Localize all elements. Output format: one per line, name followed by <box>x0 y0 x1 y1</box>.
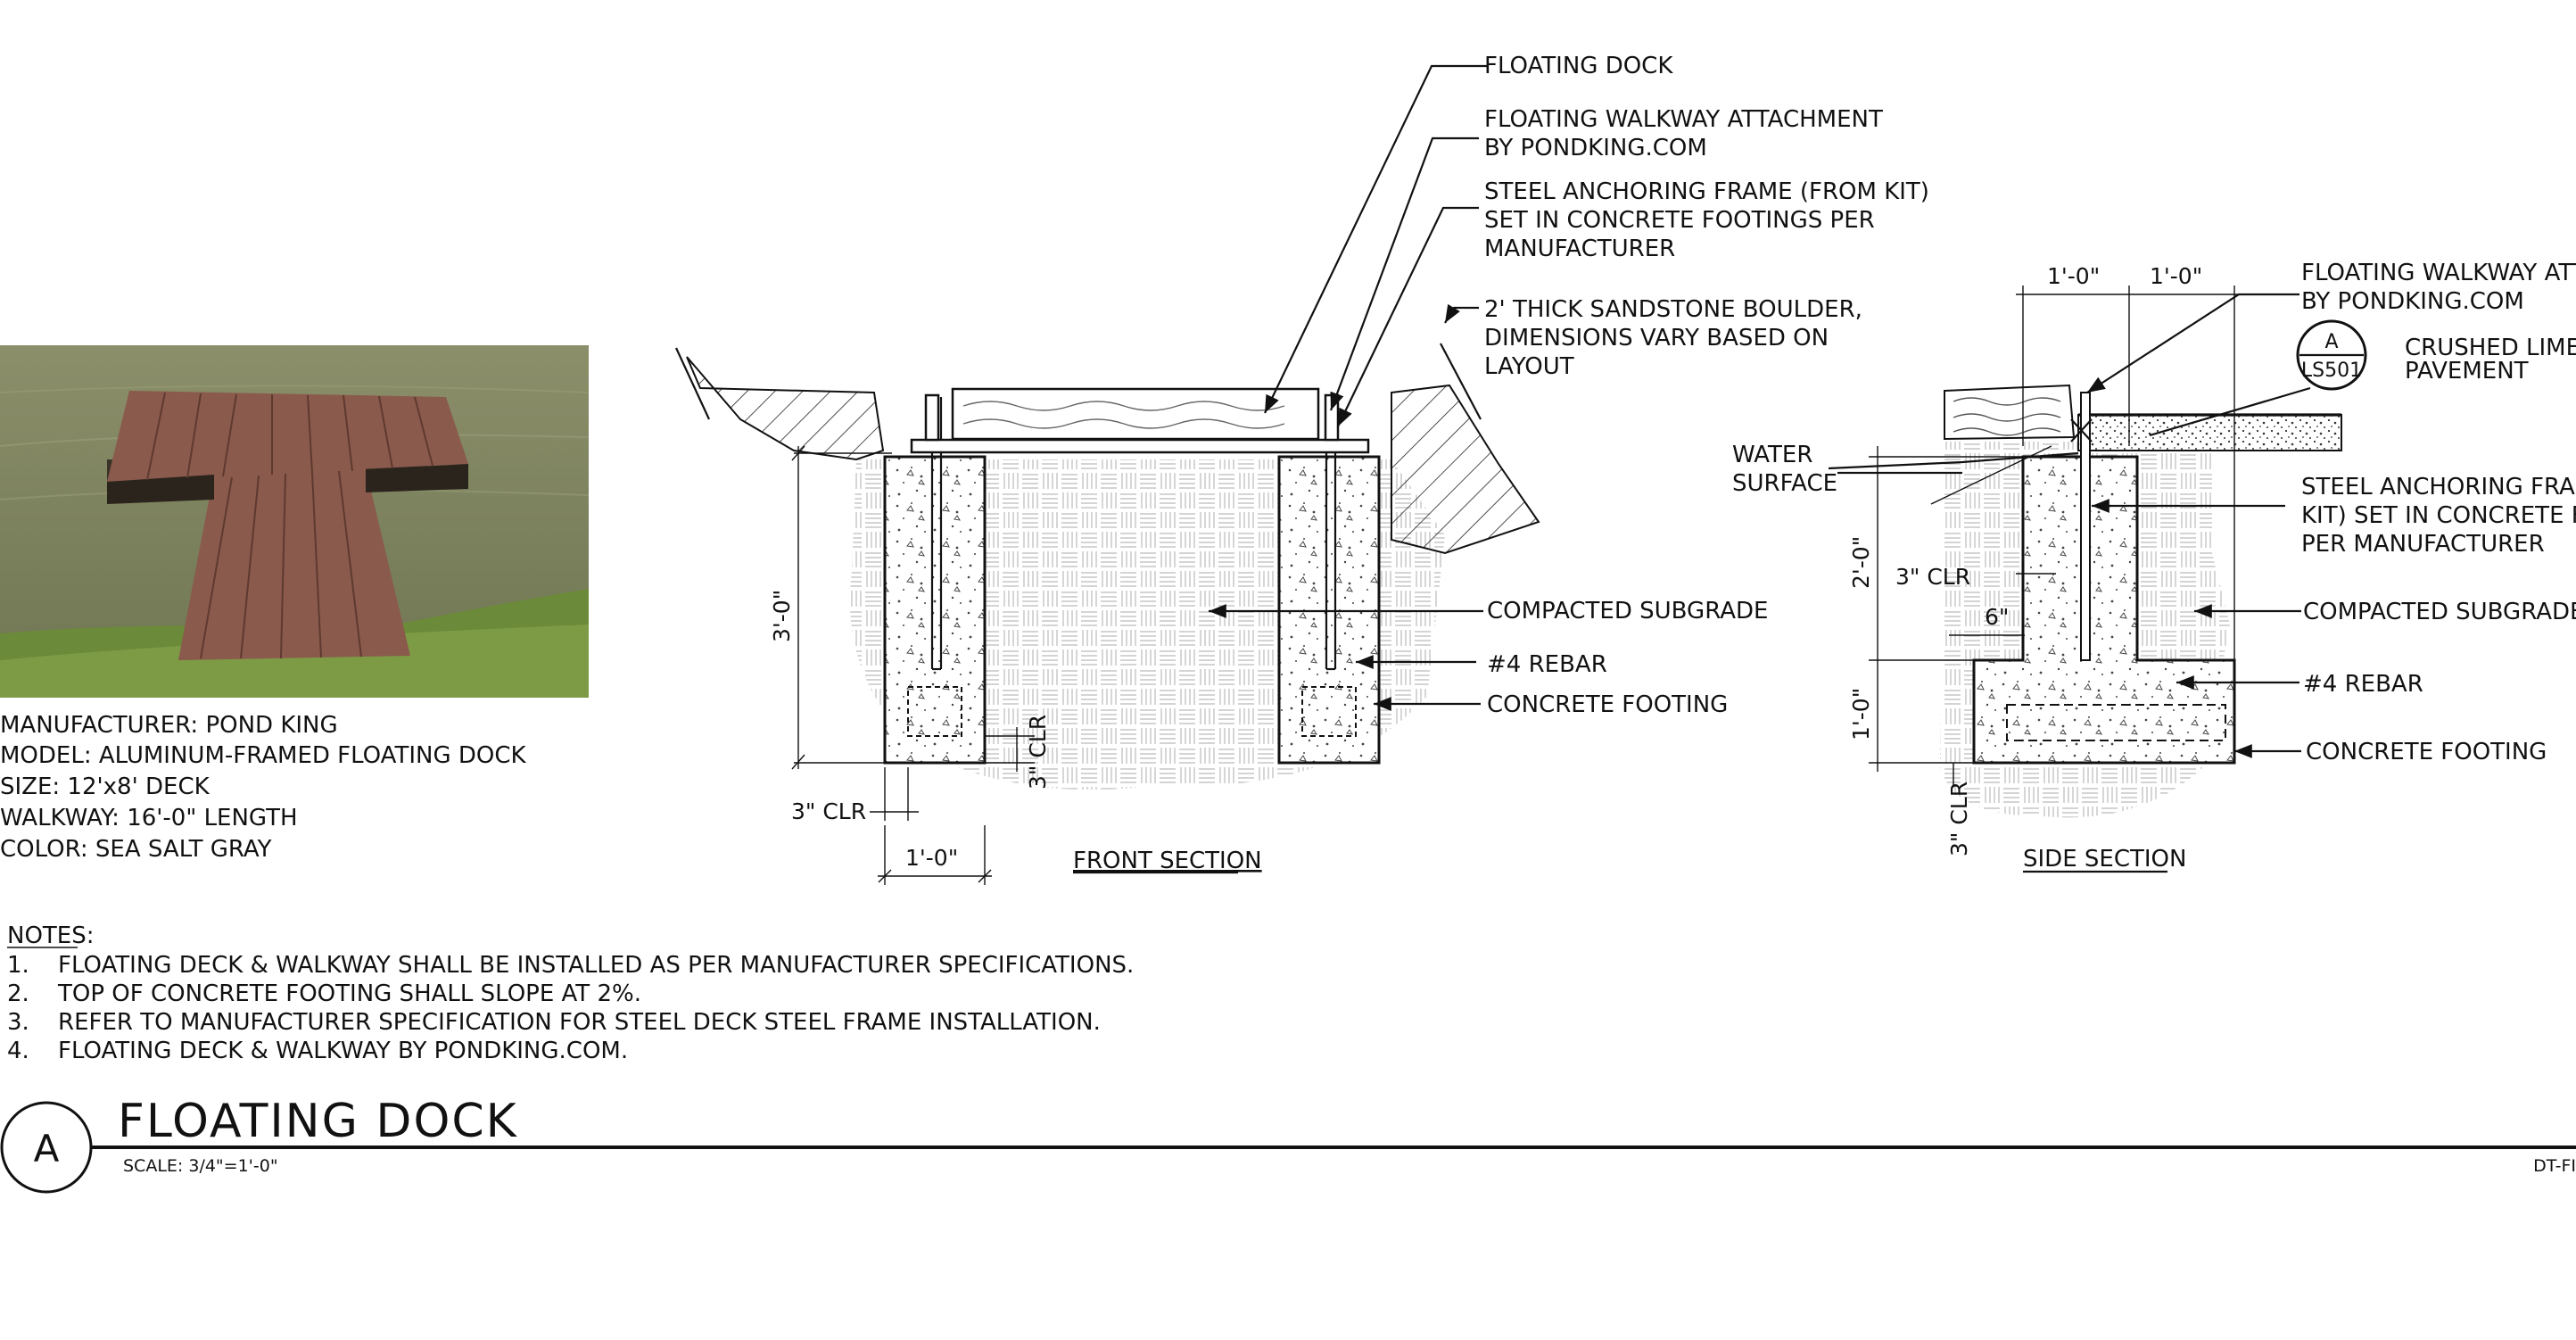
spec-list: MANUFACTURER: POND KING MODEL: ALUMINUM-… <box>0 712 526 863</box>
detail-title: FLOATING DOCK <box>118 1095 518 1148</box>
dock-photo <box>0 345 590 698</box>
spec-size: SIZE: 12'x8' DECK <box>0 773 211 800</box>
spec-color: COLOR: SEA SALT GRAY <box>0 836 272 863</box>
front-section-title: FRONT SECTION <box>1073 848 1262 874</box>
detail-tag-letter: A <box>34 1127 60 1170</box>
side-callout-anchoring-3: PER MANUFACTURER <box>2301 531 2545 558</box>
side-section: A LS501 FLOATING WALKWAY ATTACHMENT BY P… <box>1732 260 2576 873</box>
front-dim-width: 1'-0" <box>905 845 958 871</box>
side-footing <box>1972 455 2236 765</box>
side-callout-rebar: #4 REBAR <box>2303 671 2423 698</box>
spec-manufacturer: MANUFACTURER: POND KING <box>0 712 338 739</box>
front-callout-walkway-2: BY PONDKING.COM <box>1484 135 1707 161</box>
note-4-num: 4. <box>7 1038 29 1064</box>
note-2-text: TOP OF CONCRETE FOOTING SHALL SLOPE AT 2… <box>57 980 641 1007</box>
note-4-text: FLOATING DECK & WALKWAY BY PONDKING.COM. <box>58 1038 628 1064</box>
front-boulder-right <box>1391 384 1540 555</box>
spec-model: MODEL: ALUMINUM-FRAMED FLOATING DOCK <box>0 742 526 769</box>
side-ref-letter: A <box>2324 331 2338 353</box>
front-callout-boulder-3: LAYOUT <box>1484 353 1574 380</box>
front-section: FLOATING DOCK FLOATING WALKWAY ATTACHMEN… <box>675 53 1929 885</box>
side-callout-water-2: SURFACE <box>1732 470 1837 497</box>
side-callout-anchoring-2: KIT) SET IN CONCRETE FOOTINGS <box>2301 502 2576 529</box>
side-callout-subgrade: COMPACTED SUBGRADE <box>2303 599 2576 625</box>
front-callout-floating-dock: FLOATING DOCK <box>1484 53 1673 79</box>
side-callout-walkway-1: FLOATING WALKWAY ATTACHMENT <box>2301 260 2576 286</box>
side-section-title: SIDE SECTION <box>2023 846 2186 873</box>
front-callout-anchoring-3: MANUFACTURER <box>1484 236 1675 262</box>
notes-heading: NOTES: <box>7 922 95 949</box>
side-dim-top-left: 1'-0" <box>2047 263 2100 289</box>
front-dock-frame <box>910 438 1370 454</box>
spec-walkway: WALKWAY: 16'-0" LENGTH <box>0 805 298 831</box>
side-callout-crushed-1: CRUSHED LIMESTONE <box>2405 335 2576 361</box>
front-callout-walkway-1: FLOATING WALKWAY ATTACHMENT <box>1484 106 1883 133</box>
side-crushed-pavement <box>2077 414 2342 451</box>
note-3-text: REFER TO MANUFACTURER SPECIFICATION FOR … <box>58 1009 1101 1036</box>
side-dim-upper: 2'-0" <box>1848 536 1874 589</box>
front-callout-subgrade: COMPACTED SUBGRADE <box>1487 598 1768 625</box>
front-callout-rebar: #4 REBAR <box>1487 651 1607 678</box>
note-2-num: 2. <box>7 980 29 1007</box>
front-footing-right <box>1277 455 1381 765</box>
side-callout-water-1: WATER <box>1732 442 1812 468</box>
front-callout-footing: CONCRETE FOOTING <box>1487 691 1728 718</box>
side-dim-lower: 1'-0" <box>1848 688 1874 740</box>
front-callout-boulder-2: DIMENSIONS VARY BASED ON <box>1484 325 1829 352</box>
side-callout-anchoring-1: STEEL ANCHORING FRAME (FROM <box>2301 474 2576 500</box>
side-dim-top-right: 1'-0" <box>2150 263 2202 289</box>
front-dim-height: 3'-0" <box>769 590 795 642</box>
detail-scale: SCALE: 3/4"=1'-0" <box>123 1156 278 1176</box>
front-dim-clr-side: 3" CLR <box>791 798 866 824</box>
side-callout-footing: CONCRETE FOOTING <box>2306 739 2547 765</box>
front-rebar-right <box>1301 686 1357 737</box>
front-rebar-left <box>907 686 962 737</box>
note-1-num: 1. <box>7 952 29 979</box>
front-dock-float <box>951 387 1320 441</box>
front-boulder-left <box>686 356 885 461</box>
side-dim-clr-bottom: 3" CLR <box>1946 782 1972 856</box>
side-dim-six: 6" <box>1985 604 2009 630</box>
side-callout-crushed-2: PAVEMENT <box>2405 358 2529 385</box>
front-callout-boulder-1: 2' THICK SANDSTONE BOULDER, <box>1484 296 1862 323</box>
sheet-code: DT-FI <box>2533 1156 2576 1176</box>
notes: NOTES: 1. FLOATING DECK & WALKWAY SHALL … <box>7 922 1134 1064</box>
side-dim-clr: 3" CLR <box>1895 564 1970 590</box>
front-footing-left <box>883 455 987 765</box>
front-callout-anchoring-2: SET IN CONCRETE FOOTINGS PER <box>1484 207 1875 234</box>
front-callout-anchoring-1: STEEL ANCHORING FRAME (FROM KIT) <box>1484 178 1929 205</box>
note-1-text: FLOATING DECK & WALKWAY SHALL BE INSTALL… <box>58 952 1134 979</box>
side-callout-walkway-2: BY PONDKING.COM <box>2301 288 2524 315</box>
front-dim-clr-bottom: 3" CLR <box>1025 715 1051 790</box>
note-3-num: 3. <box>7 1009 29 1036</box>
title-block: A FLOATING DOCK SCALE: 3/4"=1'-0" DT-FI <box>0 1095 2576 1194</box>
side-ref-sheet: LS501 <box>2301 360 2362 382</box>
